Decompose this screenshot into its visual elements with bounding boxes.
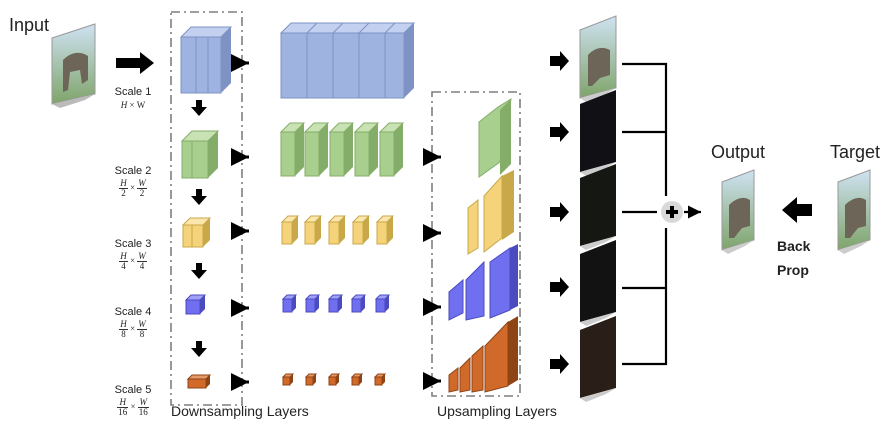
- downsampling-box: [170, 11, 243, 406]
- output-label: Output: [711, 142, 766, 162]
- output-arrows: [550, 51, 569, 374]
- input-photo-icon: [51, 23, 96, 108]
- scale-label-5: Scale 5: [114, 384, 152, 396]
- feature-blocks-scale4: [281, 294, 391, 313]
- up-block-scale2: [478, 97, 512, 178]
- feature-blocks-scale1: [279, 22, 416, 99]
- scale-output-1: [579, 15, 617, 102]
- downsampling-label: Downsampling Layers: [171, 403, 309, 419]
- back-prop-arrow-icon: [782, 197, 812, 223]
- down-block-scale3: [181, 217, 212, 248]
- output-photo-icon: [721, 169, 755, 254]
- upsampling-label: Upsampling Layers: [437, 403, 557, 419]
- back-prop-label-line2: Prop: [777, 262, 809, 278]
- feature-blocks-scale2: [279, 122, 405, 177]
- plus-circle-icon: [661, 201, 683, 223]
- down-block-scale4: [184, 294, 207, 315]
- target-photo-icon: [837, 169, 871, 254]
- small-arrows: [231, 54, 441, 391]
- scale-output-3: [580, 164, 616, 250]
- scale-dims-1: H × W: [120, 100, 146, 110]
- scale-label-2: Scale 2: [114, 165, 152, 177]
- scale-output-2: [580, 90, 616, 176]
- scale-label-4: Scale 4: [114, 306, 152, 318]
- target-label: Target: [830, 142, 881, 162]
- up-block-scale4: [448, 244, 518, 321]
- down-arrows: [191, 100, 207, 357]
- up-block-scale3: [467, 170, 514, 255]
- feature-blocks-scale3: [280, 215, 395, 245]
- scale-label-1: Scale 1: [114, 86, 152, 98]
- input-arrow-icon: [116, 52, 154, 74]
- input-label: Input: [9, 15, 50, 35]
- up-block-scale5: [448, 316, 518, 393]
- down-block-scale2: [180, 130, 220, 179]
- feature-blocks-scale5: [281, 373, 387, 386]
- back-prop-label-line1: Back: [777, 238, 811, 254]
- scale-output-4: [580, 240, 616, 326]
- sum-lines: [622, 62, 668, 366]
- upsampling-box: [431, 91, 521, 397]
- scale-label-3: Scale 3: [114, 238, 152, 250]
- down-block-scale1: [179, 26, 233, 94]
- down-block-scale5: [186, 374, 212, 389]
- scale-output-5: [580, 316, 616, 402]
